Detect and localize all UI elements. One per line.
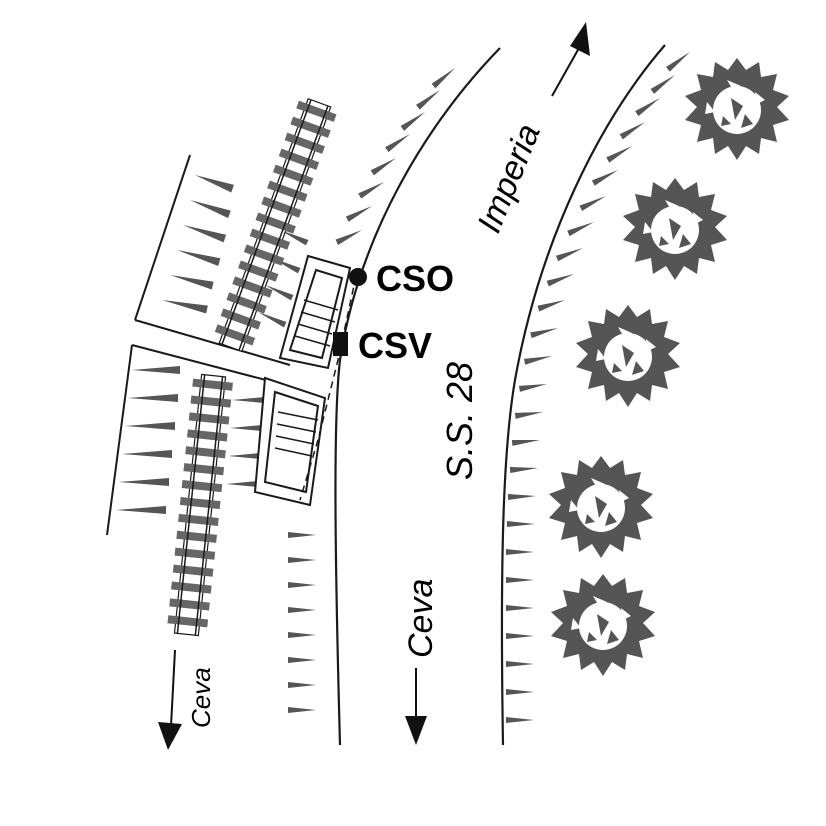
station-dot-icon: [349, 268, 367, 286]
direction-south-road: Ceva: [402, 579, 440, 745]
upper-bridge-structure: [278, 254, 352, 370]
tree-icon: [685, 58, 789, 160]
left-road-embankment-marks: [335, 65, 457, 245]
tree-icon: [623, 178, 727, 280]
direction-south-rail: Ceva: [158, 649, 216, 750]
arrow-down-icon: [405, 668, 427, 745]
lower-bridge-structure: [253, 376, 327, 507]
direction-north-label: Imperia: [470, 119, 548, 238]
tree-icon: [576, 305, 680, 407]
tree-icon: [551, 574, 655, 676]
station-cso-label: CSO: [376, 258, 454, 299]
direction-north: Imperia: [470, 22, 590, 238]
road-right-edge: [500, 44, 666, 746]
station-csv-label: CSV: [358, 325, 432, 366]
tree-icon: [549, 456, 653, 558]
arrow-down-icon: [158, 649, 182, 750]
railway-upper: [214, 97, 337, 353]
road-left-edge: [334, 47, 501, 746]
station-dashed-line: [299, 275, 357, 501]
station-square-icon: [333, 332, 348, 356]
direction-south-road-label: Ceva: [402, 579, 440, 658]
road-name-label: S.S. 28: [439, 362, 480, 480]
station-cso-marker: [349, 268, 367, 286]
lower-left-embankment-marks: [116, 366, 264, 514]
railway-lower: [167, 373, 233, 637]
arrow-up-icon: [551, 22, 590, 97]
station-csv-marker: [333, 332, 348, 356]
lower-road-embankment-marks: [288, 532, 316, 713]
direction-south-rail-label: Ceva: [186, 667, 216, 728]
embankment-boundaries: [106, 154, 291, 536]
